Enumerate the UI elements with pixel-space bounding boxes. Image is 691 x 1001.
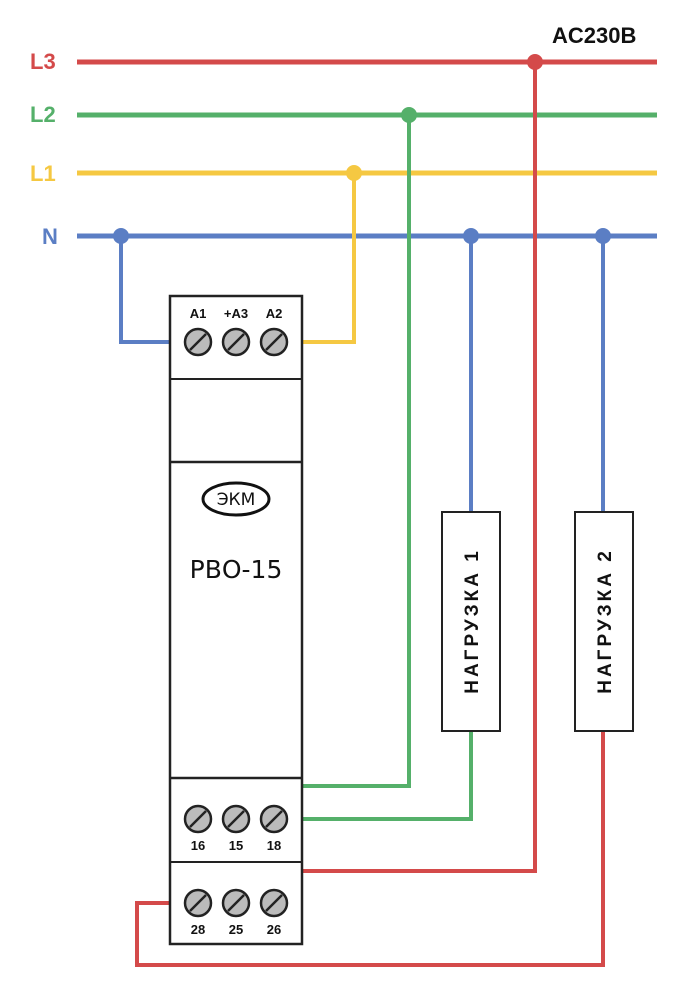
screw-26 (259, 888, 289, 918)
junction-n-load2 (595, 228, 611, 244)
screw-25 (221, 888, 251, 918)
terminal-label-a3: +A3 (224, 306, 248, 321)
wire-18-to-load1 (274, 731, 473, 821)
screw-18 (259, 804, 289, 834)
terminal-label-25: 25 (229, 922, 243, 937)
screw-16 (183, 804, 213, 834)
terminal-label-16: 16 (191, 838, 205, 853)
load-2: НАГРУЗКА 2 (574, 511, 634, 732)
load-1-box (441, 511, 501, 732)
load-1: НАГРУЗКА 1 (441, 511, 501, 732)
load-1-label: НАГРУЗКА 1 (462, 548, 483, 694)
load-2-box (574, 511, 634, 732)
wire-28-to-load2 (135, 731, 605, 967)
wire-n-to-a1 (119, 236, 190, 344)
screw-15 (221, 804, 251, 834)
bus-label-l3: L3 (30, 49, 56, 74)
screw-28 (183, 888, 213, 918)
screw-a2 (259, 327, 289, 357)
bus-label-l1: L1 (30, 161, 56, 186)
device-body (168, 294, 304, 946)
terminal-label-18: 18 (267, 838, 281, 853)
supply-title: AC230B (552, 23, 636, 48)
device-model: РВО-15 (190, 555, 283, 584)
screw-a3 (221, 327, 251, 357)
junction-n-load1 (463, 228, 479, 244)
screw-a1 (183, 327, 213, 357)
junction-l1 (346, 165, 362, 181)
terminal-label-28: 28 (191, 922, 205, 937)
junction-l2 (401, 107, 417, 123)
terminal-label-15: 15 (229, 838, 243, 853)
brand-text: ЭКМ (217, 490, 256, 510)
relay-device: ЭКМ РВО-15 A1 +A3 A2 (168, 294, 304, 946)
junction-l3 (527, 54, 543, 70)
junction-n-a1 (113, 228, 129, 244)
terminal-label-26: 26 (267, 922, 281, 937)
brand-logo (201, 481, 271, 517)
terminal-label-a1: A1 (190, 306, 207, 321)
load-2-label: НАГРУЗКА 2 (595, 548, 616, 694)
terminal-label-a2: A2 (266, 306, 283, 321)
bus-label-n: N (42, 224, 58, 249)
bus-label-l2: L2 (30, 102, 56, 127)
